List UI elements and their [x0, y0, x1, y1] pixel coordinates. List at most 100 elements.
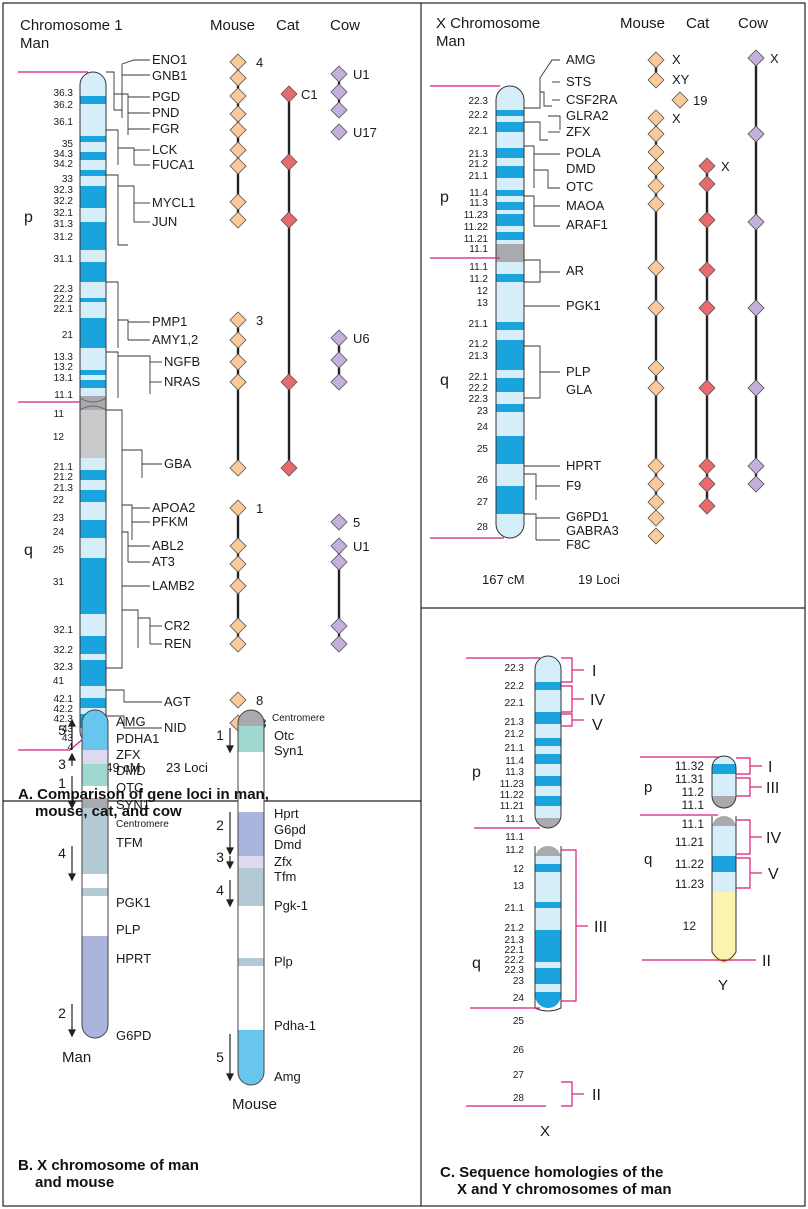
man-x-ideogram — [82, 710, 108, 1038]
gene-STS: STS — [566, 74, 592, 89]
label-text: 25 — [477, 444, 489, 455]
label-text: 11.3 — [505, 767, 524, 778]
panel-a-x: X Chromosome Man Mouse Cat Cow 22.3 — [430, 15, 779, 587]
label-text: 21.2 — [54, 472, 74, 483]
label-text: 11.1 — [505, 814, 524, 825]
label-text: Tfm — [274, 869, 296, 884]
gene-ZFX: ZFX — [566, 124, 591, 139]
label-text: 33 — [62, 174, 74, 185]
c-y-label: Y — [718, 977, 728, 994]
label-text: 22.2 — [505, 681, 525, 692]
label-text: PGK1 — [116, 895, 151, 910]
label-text: 4 — [58, 845, 66, 861]
label-text: 13 — [513, 881, 525, 892]
label-text: 22.1 — [54, 304, 74, 315]
label-text: 21.3 — [505, 717, 525, 728]
chr1-title-species: Man — [20, 35, 49, 52]
label-text: 11.1 — [505, 832, 524, 843]
chr1-loci-count: 23 Loci — [166, 760, 208, 775]
x-arm-p: p — [440, 189, 449, 206]
label-text: G6pd — [274, 822, 306, 837]
gene-AMG: AMG — [566, 52, 596, 67]
label-text: 11 — [54, 409, 65, 420]
label-text: 12 — [477, 286, 489, 297]
x-arm-q: q — [440, 372, 449, 389]
label-text: 21.1 — [505, 903, 525, 914]
label-text: Otc — [274, 728, 295, 743]
man-x-labels: AMG PDHA1 ZFX DMD OTC SYN1 TFM PGK1 PLP … — [116, 714, 159, 1043]
species-cow-header: Cow — [330, 17, 360, 34]
mouse-x-segment-numbers: 1 2 3 4 5 — [216, 727, 224, 1065]
label-text: 11.23 — [675, 877, 704, 891]
gene-F8C: F8C — [566, 537, 591, 552]
panel-a: Chromosome 1 Man Mouse Cat Cow — [18, 17, 377, 775]
label-text: 11.32 — [675, 759, 704, 773]
gene-DMD: DMD — [566, 161, 596, 176]
label-text: 21.2 — [505, 729, 525, 740]
label-text: 32.3 — [54, 662, 74, 673]
label-text: 11.23 — [500, 779, 525, 790]
label-text: 23 — [513, 976, 525, 987]
label-text: 2 — [58, 1005, 66, 1021]
gene-GLRA2: GLRA2 — [566, 108, 609, 123]
label-text: 36.1 — [54, 117, 74, 128]
label-text: 26 — [477, 475, 489, 486]
gene-APOA2: APOA2 — [152, 500, 195, 515]
label-text: C1 — [301, 87, 318, 102]
label-text: 4 — [256, 55, 263, 70]
gene-ENO1: ENO1 — [152, 52, 187, 67]
chr1-arm-p: p — [24, 209, 33, 226]
label-text: 21.1 — [505, 743, 525, 754]
label-text: AMG — [116, 714, 146, 729]
label-text: 36.2 — [54, 100, 74, 111]
label-text: 22.1 — [469, 126, 489, 137]
gene-AGT: AGT — [164, 694, 191, 709]
label-text: II — [592, 1087, 601, 1104]
gene-LAMB2: LAMB2 — [152, 578, 195, 593]
gene-NGFB: NGFB — [164, 354, 200, 369]
label-text: 31.1 — [54, 254, 74, 265]
label-text: 11.1 — [682, 817, 705, 831]
label-text: 12 — [513, 864, 525, 875]
label-text: 32.2 — [54, 645, 74, 656]
label-text: 11.22 — [464, 222, 489, 233]
label-text: 8 — [256, 693, 263, 708]
label-text: 32.1 — [54, 208, 74, 219]
label-text: Amg — [274, 1069, 301, 1084]
label-text: 11.1 — [469, 244, 488, 255]
label-text: X — [672, 52, 681, 67]
label-text: 11.1 — [682, 798, 705, 812]
species-cat-header: Cat — [276, 17, 300, 34]
mouse-x-arrows — [227, 728, 233, 1080]
chr1-band-labels: 36.3 36.2 36.1 35 34.3 34.2 33 32.3 32.2… — [53, 88, 74, 753]
label-text: 5 — [58, 722, 66, 738]
label-text: 21.1 — [469, 171, 489, 182]
label-text: 21.3 — [54, 483, 74, 494]
label-text: HPRT — [116, 951, 151, 966]
x-title-species: Man — [436, 33, 465, 50]
gene-PMP1: PMP1 — [152, 314, 187, 329]
c-x-band-labels: 22.3 22.2 22.1 21.3 21.2 21.1 11.4 11.3 … — [500, 663, 525, 1104]
gene-GLA: GLA — [566, 382, 592, 397]
label-text: 11.2 — [469, 274, 488, 285]
label-text: Syn1 — [274, 743, 304, 758]
c-x-label: X — [540, 1123, 550, 1140]
label-text: 36.3 — [54, 88, 74, 99]
label-text: 11.21 — [500, 801, 525, 812]
gene-HPRT: HPRT — [566, 458, 601, 473]
label-text: Hprt — [274, 806, 299, 821]
panel-c: 22.3 22.2 22.1 21.3 21.2 21.1 11.4 11.3 … — [466, 656, 781, 1140]
label-text: X — [721, 159, 730, 174]
x-species-mouse: Mouse — [620, 15, 665, 32]
label-text: 31.3 — [54, 219, 74, 230]
label-text: 26 — [513, 1045, 525, 1056]
gene-FUCA1: FUCA1 — [152, 157, 195, 172]
label-text: Plp — [274, 954, 293, 969]
mouse-x-ideogram — [238, 710, 264, 1085]
label-text: 5 — [216, 1049, 224, 1065]
label-text: 25 — [513, 1016, 525, 1027]
chr1-marker-labels: 4 C1 U1 U17 3 U6 1 5 U1 8 13 — [252, 55, 377, 731]
label-text: G6PD — [116, 1028, 151, 1043]
label-text: 1 — [256, 501, 263, 516]
